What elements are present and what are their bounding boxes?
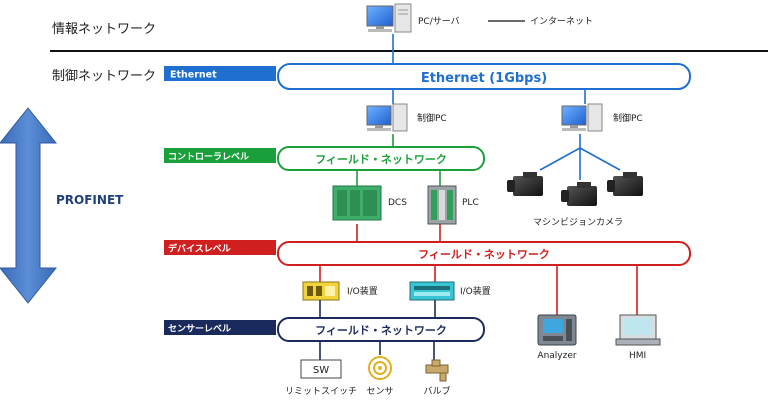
dcs-label: DCS	[388, 198, 407, 208]
controller-level-tag-text: コントローラレベル	[168, 152, 249, 163]
sensor-label: センサ	[366, 386, 393, 397]
device-bus-label: フィールド・ネットワーク	[418, 248, 550, 261]
controller-links	[356, 170, 441, 186]
sensor-links	[319, 341, 435, 360]
sensor-icon	[368, 356, 392, 380]
control-pc-2-label: 制御PC	[613, 112, 643, 124]
plc-label: PLC	[462, 198, 479, 208]
ethernet-level-tag	[164, 66, 276, 81]
machine-vision-camera-icon	[507, 172, 643, 206]
sensor-bus	[277, 317, 485, 342]
limit-switch-label: リミットスイッチ	[285, 386, 357, 397]
io-device-1-label: I/O装置	[347, 285, 378, 297]
analyzer-icon	[537, 314, 577, 346]
valve-icon	[425, 359, 449, 382]
ethernet-bus	[277, 63, 691, 90]
control-pc-1-icon	[366, 103, 408, 132]
pc-server-icon	[366, 3, 412, 33]
profinet-label: PROFINET	[56, 193, 124, 207]
analyzer-label: Analyzer	[537, 351, 576, 361]
machine-vision-label: マシンビジョンカメラ	[533, 217, 623, 228]
device-level-tag	[164, 240, 276, 255]
device-links	[319, 265, 638, 315]
info-network-label: 情報ネットワーク	[52, 22, 156, 37]
sw-label: SW	[313, 365, 329, 376]
ethernet-bus-label: Ethernet (1Gbps)	[421, 71, 547, 86]
control-pc-2-icon	[561, 103, 603, 132]
dcs-plc-device-links	[356, 224, 441, 242]
io-device-1-icon	[302, 281, 340, 301]
hmi-icon	[615, 314, 661, 346]
controller-level-tag	[164, 148, 276, 163]
io-device-2-label: I/O装置	[460, 285, 491, 297]
sensor-level-tag-text: センサーレベル	[168, 324, 231, 335]
control-pc-1-label: 制御PC	[417, 112, 447, 124]
dcs-icon	[332, 185, 382, 221]
io-sensor-links	[319, 300, 436, 318]
pc-server-label: PC/サーバ	[418, 16, 460, 27]
sw-icon	[300, 359, 342, 379]
ethernet-links	[392, 34, 586, 104]
sensor-bus-label: フィールド・ネットワーク	[315, 324, 447, 337]
ethernet-level-tag-text: Ethernet	[170, 70, 217, 81]
camera-links	[539, 134, 621, 180]
device-bus	[277, 241, 691, 266]
device-level-tag-text: デバイスレベル	[168, 243, 231, 255]
hmi-label: HMI	[629, 351, 646, 361]
internet-label: インターネット	[530, 16, 593, 27]
io-device-2-icon	[409, 281, 455, 301]
controller-bus-label: フィールド・ネットワーク	[315, 153, 447, 166]
valve-label: バルブ	[423, 385, 450, 397]
control-network-label: 制御ネットワーク	[52, 69, 156, 84]
plc-icon	[427, 185, 457, 225]
sensor-level-tag	[164, 320, 276, 335]
profinet-arrow	[0, 107, 58, 304]
controller-bus	[277, 146, 485, 171]
